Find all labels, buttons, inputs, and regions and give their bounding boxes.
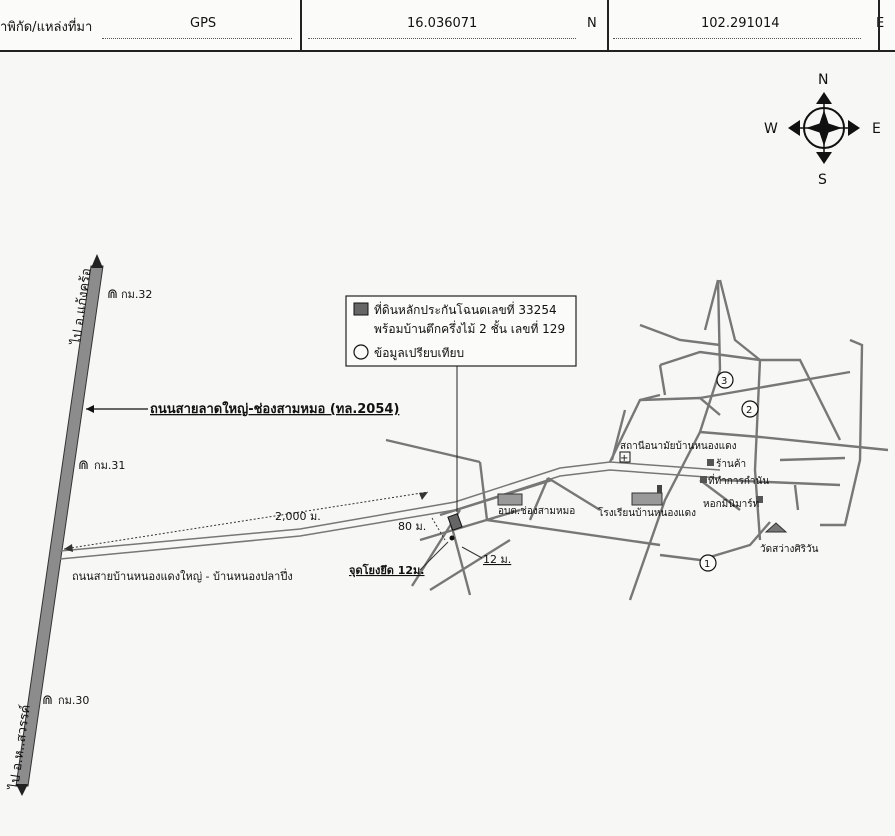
comparison-1: 1 — [704, 559, 710, 570]
compass-s: S — [818, 172, 827, 188]
comparison-2: 2 — [746, 405, 752, 416]
pointer-arrow-icon — [86, 405, 94, 413]
legend-subject-line1: ที่ดินหลักประกันโฉนดเลขที่ 33254 — [374, 301, 557, 317]
latitude-value: 16.036071 — [407, 16, 478, 31]
places: + สถานีอนามัยบ้านหนองแดง ร้านค้า ที่ทำกา… — [497, 440, 819, 555]
km-marker-icon: ⋒ — [78, 458, 89, 473]
road-width: 12 ม. — [483, 553, 511, 566]
sao-office-icon — [497, 493, 523, 506]
west-arrow-icon — [788, 120, 800, 136]
reference-point-label: จุดโยงยึด 12ม. — [349, 563, 424, 578]
main-highway: ไป อ.แก้งคร้อ ไป อ.ห..สวรรค์ ถนนสายลาดให… — [6, 254, 399, 796]
distance-main: 2,000 ม. — [275, 510, 321, 523]
latitude-cell: 16.036071 N — [302, 0, 607, 48]
km-marker-label: กม.31 — [94, 459, 125, 472]
header-bar: าพิกัด/แหล่งที่มา GPS 16.036071 N 102.29… — [0, 0, 895, 52]
school-icon — [631, 485, 663, 506]
compass-w: W — [764, 121, 778, 137]
east-arrow-icon — [848, 120, 860, 136]
comparison-marker-icon — [353, 344, 369, 360]
subject-parcel-icon — [447, 513, 463, 531]
divider — [878, 0, 880, 50]
reference-point-icon — [449, 535, 455, 541]
legend-comparison: ข้อมูลเปรียบเทียบ — [374, 346, 464, 361]
health-station-label: สถานีอนามัยบ้านหนองแดง — [620, 440, 737, 452]
divider — [607, 0, 609, 50]
minimart-icon — [756, 496, 763, 503]
distance-side: 80 ม. — [398, 520, 426, 533]
comparison-circle — [741, 400, 759, 418]
post-icon — [700, 476, 707, 483]
legend-subject-line2: พร้อมบ้านตึกครึ่งไม้ 2 ชั้น เลขที่ 129 — [374, 320, 565, 336]
temple-label: วัดสว่างศิริวัน — [760, 544, 819, 555]
highway-name: ถนนสายลาดใหญ่-ช่องสามหมอ (ทล.2054) — [150, 400, 399, 417]
village-road-network — [385, 279, 889, 601]
legend-box: ที่ดินหลักประกันโฉนดเลขที่ 33254 พร้อมบ้… — [345, 295, 577, 512]
distance-dimension: 2,000 ม. — [63, 491, 429, 552]
temple-icon — [764, 522, 788, 533]
comparison-3: 3 — [721, 376, 727, 387]
comparison-circle — [699, 554, 717, 572]
latitude-dir: N — [587, 16, 597, 31]
shop-icon — [707, 459, 714, 466]
north-arrow-icon — [816, 92, 832, 104]
secondary-road-label: ถนนสายบ้านหนองแดงใหญ่ - บ้านหนองปลาปึ่ง — [72, 568, 293, 583]
header-source: GPS — [190, 16, 217, 31]
health-station-icon — [619, 451, 631, 463]
header-label: าพิกัด/แหล่งที่มา — [0, 20, 93, 35]
shop-label: ร้านค้า — [716, 458, 746, 470]
dotted-line — [102, 38, 292, 39]
health-station-cross: + — [620, 453, 628, 464]
highway-arrow-down-icon — [16, 784, 28, 796]
subject-parcel: 80 ม. 12 ม. จุดโยงยึด 12ม. — [349, 513, 511, 578]
longitude-cell: 102.291014 E — [609, 0, 895, 48]
dotted-line — [308, 38, 576, 39]
longitude-dir: E — [876, 16, 885, 31]
comparison-circle — [716, 371, 734, 389]
header-label-cell: าพิกัด/แหล่งที่มา GPS — [0, 0, 300, 48]
comparison-markers: 3 2 1 — [699, 371, 759, 572]
minimart-label: หอกมินิมาร์ท — [703, 498, 759, 510]
longitude-value: 102.291014 — [701, 16, 780, 31]
subject-marker-icon — [353, 302, 369, 316]
highway-arrow-up-icon — [91, 254, 103, 268]
compass-e: E — [872, 121, 881, 137]
school-label: โรงเรียนบ้านหนองแดง — [598, 506, 696, 519]
post-label: ที่ทำการกำนัน — [708, 473, 769, 487]
km-marker-icon: ⋒ — [42, 693, 53, 708]
south-arrow-icon — [816, 152, 832, 164]
divider — [300, 0, 302, 50]
compass-n: N — [818, 72, 828, 88]
km-marker-label: กม.30 — [58, 694, 89, 707]
compass-rose: N S E W — [764, 72, 881, 188]
sao-office-label: อบต.ช่องสามหมอ — [498, 506, 575, 517]
dotted-line — [613, 38, 861, 39]
km-marker-label: กม.32 — [121, 288, 152, 301]
km-marker-icon: ⋒ — [107, 287, 118, 302]
